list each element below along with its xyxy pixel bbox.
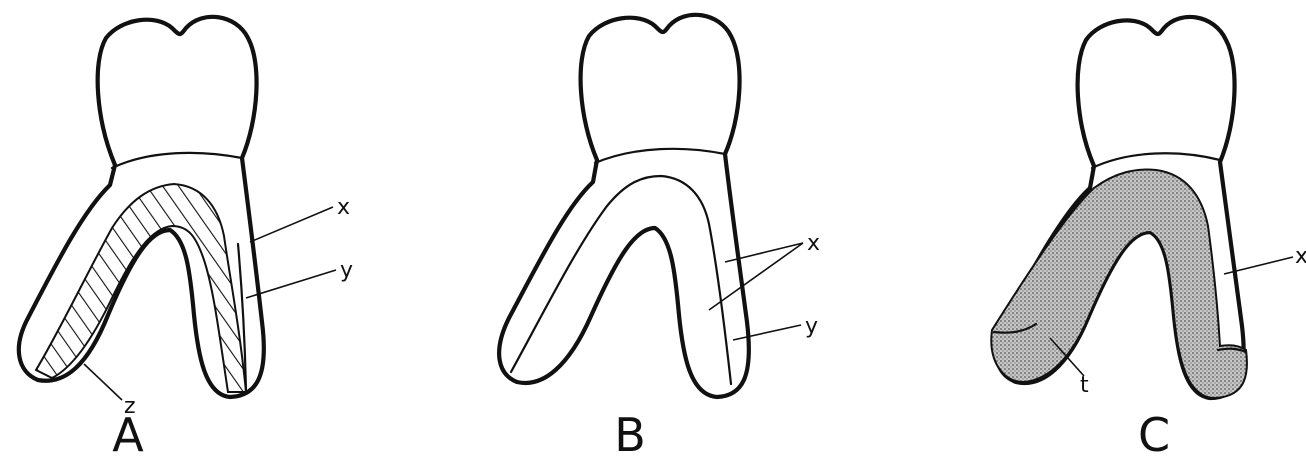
tooth-outline-b (499, 15, 749, 397)
panel-label-b: B (614, 408, 646, 462)
callout-y-b: y (805, 314, 818, 339)
callout-x-b: x (807, 231, 820, 256)
callout-x-a: x (337, 195, 350, 220)
panel-c: x t C (991, 17, 1306, 462)
panel-a: x y z A (19, 17, 353, 462)
leader-z-a (84, 364, 122, 400)
leader-x-a (250, 207, 333, 242)
callout-x-c: x (1295, 244, 1306, 269)
panel-label-a: A (112, 408, 144, 462)
callout-t-c: t (1080, 373, 1089, 398)
callout-y-a: y (340, 258, 353, 283)
panel-b: x y B (499, 15, 820, 462)
panel-label-c: C (1138, 408, 1170, 462)
